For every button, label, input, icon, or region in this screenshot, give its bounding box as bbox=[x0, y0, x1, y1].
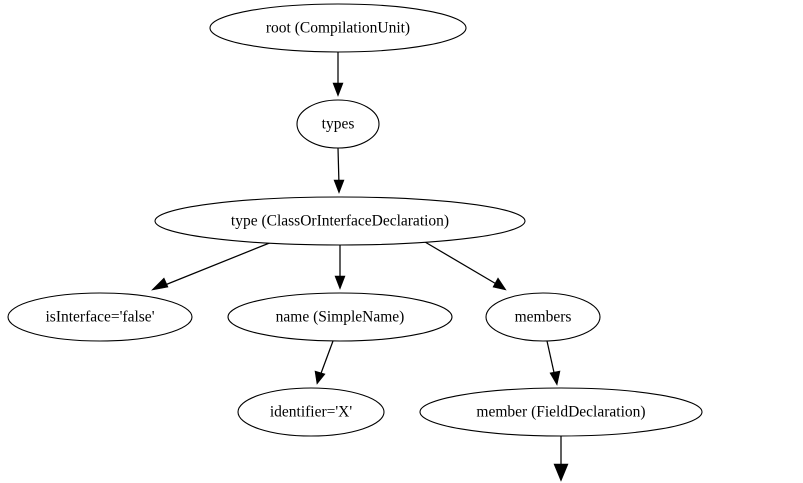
node-shape[interactable] bbox=[296, 99, 380, 149]
node-label: types bbox=[322, 116, 355, 133]
edge-name-identifier bbox=[314, 340, 334, 385]
edge-line bbox=[546, 340, 556, 378]
node-member[interactable]: member (FieldDeclaration) bbox=[419, 387, 703, 437]
node-label: member (FieldDeclaration) bbox=[476, 404, 645, 421]
node-isinterface[interactable]: isInterface='false' bbox=[7, 292, 193, 342]
arrowhead-icon bbox=[553, 463, 569, 482]
node-shape[interactable] bbox=[227, 292, 453, 342]
arrowhead-icon bbox=[333, 179, 345, 194]
arrowhead-icon bbox=[492, 277, 507, 291]
edge-line bbox=[424, 241, 499, 286]
edge-member-offscreen bbox=[553, 436, 569, 482]
arrowhead-icon bbox=[332, 82, 344, 97]
edge-type-isinterface bbox=[151, 241, 273, 291]
edge-type-name bbox=[334, 245, 346, 290]
node-type[interactable]: type (ClassOrInterfaceDeclaration) bbox=[154, 196, 526, 246]
arrowhead-icon bbox=[334, 275, 346, 290]
node-identifier[interactable]: identifier='X' bbox=[237, 387, 385, 437]
node-shape[interactable] bbox=[485, 292, 601, 342]
edge-line bbox=[337, 147, 340, 186]
edge-root-types bbox=[332, 52, 344, 97]
node-shape[interactable] bbox=[154, 196, 526, 246]
node-shape[interactable] bbox=[419, 387, 703, 437]
node-shape[interactable] bbox=[209, 3, 467, 53]
node-name[interactable]: name (SimpleName) bbox=[227, 292, 453, 342]
node-label: identifier='X' bbox=[270, 404, 353, 421]
arrowhead-icon bbox=[549, 370, 561, 386]
node-members[interactable]: members bbox=[485, 292, 601, 342]
edge-layer bbox=[151, 52, 569, 482]
node-label: members bbox=[515, 309, 572, 326]
node-root[interactable]: root (CompilationUnit) bbox=[209, 3, 467, 53]
edge-members-member bbox=[546, 340, 561, 386]
node-shape[interactable] bbox=[7, 292, 193, 342]
node-label: isInterface='false' bbox=[46, 309, 155, 326]
edge-type-members bbox=[424, 241, 507, 291]
edge-line bbox=[159, 241, 273, 288]
arrowhead-icon bbox=[151, 277, 169, 291]
node-label: root (CompilationUnit) bbox=[266, 20, 410, 37]
node-shape[interactable] bbox=[237, 387, 385, 437]
edge-line bbox=[319, 340, 334, 377]
node-label: type (ClassOrInterfaceDeclaration) bbox=[231, 213, 449, 230]
node-layer: root (CompilationUnit) types type (Class… bbox=[7, 3, 703, 437]
node-label: name (SimpleName) bbox=[276, 309, 405, 326]
node-types[interactable]: types bbox=[296, 99, 380, 149]
edge-types-type bbox=[333, 147, 345, 194]
arrowhead-icon bbox=[314, 370, 326, 385]
